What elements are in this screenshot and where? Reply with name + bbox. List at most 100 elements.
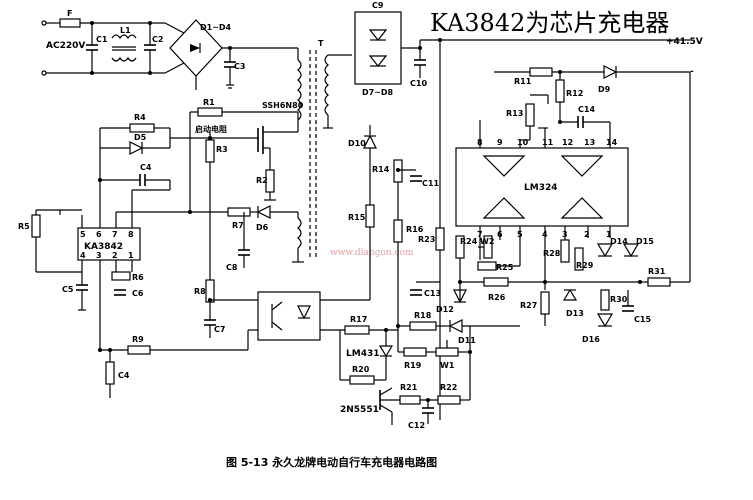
output-plus-label: +41.5V: [666, 37, 703, 47]
d13-label: D13: [566, 309, 584, 318]
watermark: www.diangon.com: [330, 248, 414, 258]
lm324-pin9: 9: [497, 138, 503, 147]
ka3842-pin4: 4: [80, 251, 86, 260]
ka3842-pin3: 3: [96, 251, 102, 260]
output-minus-label: -: [690, 67, 694, 77]
c14-label: C14: [578, 105, 595, 114]
lm324-section: LM324 8 9 10 11 12 13 14 7 6 5 4 3 2 1: [455, 120, 629, 290]
ka3842-ic: [77, 227, 141, 261]
d12-label: D12: [436, 305, 454, 314]
ka3842-section: KA3842 5 6 7 8 4 3 2 1 R5 C5 R6: [18, 148, 304, 398]
ka3842-pin1: 1: [128, 251, 134, 260]
d6-label: D6: [256, 223, 269, 232]
c15-label: C15: [634, 315, 651, 324]
d15-label: D15: [636, 237, 654, 246]
r6-label: R6: [132, 273, 144, 282]
r24-label: R24: [460, 237, 478, 246]
ka3842-label: KA3842: [84, 242, 123, 252]
lm324-ic: [455, 147, 629, 227]
d9-label: D9: [598, 85, 611, 94]
ka3842-pin7: 7: [112, 230, 118, 239]
c4-bottom-label: C4: [118, 371, 130, 380]
r27-label: R27: [520, 301, 537, 310]
r5-label: R5: [18, 222, 30, 231]
r19-label: R19: [404, 361, 422, 370]
r14-label: R14: [372, 165, 390, 174]
lm324-pin11: 11: [542, 138, 554, 147]
c3-label: C3: [234, 62, 245, 71]
2n5551-label: 2N5551: [340, 405, 379, 415]
c13-label: C13: [424, 289, 441, 298]
d14-label: D14: [610, 237, 628, 246]
d10-label: D10: [348, 139, 366, 148]
c9-label: C9: [372, 1, 384, 10]
r8-label: R8: [194, 287, 206, 296]
fuse-label: F: [67, 9, 72, 18]
r22-label: R22: [440, 383, 457, 392]
bridge-label: D1~D4: [200, 23, 232, 32]
secondary-section: C9 D7~D8 C10 +41.5V - D10 R14 C11 R15: [320, 1, 703, 430]
lm324-pin14: 14: [606, 138, 618, 147]
r23-label: R23: [418, 235, 435, 244]
input-section: AC220V F C1 L1 C2 D1~D4: [41, 9, 298, 90]
lm324-pin1: 1: [606, 230, 612, 239]
input-label: AC220V: [46, 41, 85, 51]
c6-label: C6: [132, 289, 144, 298]
r15-label: R15: [348, 213, 366, 222]
r9-label: R9: [132, 335, 144, 344]
lm324-pin10: 10: [517, 138, 529, 147]
c7-label: C7: [214, 325, 225, 334]
c2-label: C2: [152, 35, 163, 44]
ka3842-pin6: 6: [96, 230, 102, 239]
transformer-label: T: [318, 39, 324, 48]
r7-label: R7: [232, 221, 244, 230]
c1-label: C1: [96, 35, 108, 44]
l1-label: L1: [120, 26, 131, 35]
c10-label: C10: [410, 79, 427, 88]
r1-label: R1: [203, 98, 215, 107]
c12-label: C12: [408, 421, 425, 430]
optocoupler: [247, 291, 321, 350]
w2-label: W2: [480, 237, 494, 246]
startup-resistor-note: 启动电阻: [195, 124, 227, 134]
lm324-pin12: 12: [562, 138, 573, 147]
r28-label: R28: [543, 249, 561, 258]
c11-label: C11: [422, 179, 439, 188]
reference-section: R11 D9 R12 R13 C14: [494, 65, 690, 140]
r21-label: R21: [400, 383, 418, 392]
lm324-label: LM324: [524, 183, 557, 193]
r18-label: R18: [414, 311, 432, 320]
r17-label: R17: [350, 315, 367, 324]
primary-section: SSH6N80 R1 启动电阻 R4 D5 C4 R3: [99, 98, 304, 280]
c5-label: C5: [62, 285, 74, 294]
d11-label: D11: [458, 336, 476, 345]
r11-label: R11: [514, 77, 532, 86]
r13-label: R13: [506, 109, 523, 118]
d7d8-label: D7~D8: [362, 88, 394, 97]
r30-label: R30: [610, 295, 628, 304]
r16-label: R16: [406, 225, 424, 234]
r20-label: R20: [352, 365, 370, 374]
lm431-label: LM431: [346, 349, 379, 359]
fuse: [59, 18, 81, 28]
d5-label: D5: [134, 133, 147, 142]
r26-label: R26: [488, 293, 506, 302]
junction-dots: [90, 21, 642, 402]
transformer: T: [297, 39, 352, 260]
r2-label: R2: [256, 176, 268, 185]
ka3842-pin8: 8: [128, 230, 134, 239]
c4-top-label: C4: [140, 163, 152, 172]
lm324-pin13: 13: [584, 138, 595, 147]
r12-label: R12: [566, 89, 583, 98]
r31-label: R31: [648, 267, 666, 276]
d16-label: D16: [582, 335, 600, 344]
w1-label: W1: [440, 361, 455, 370]
ka3842-pin2: 2: [112, 251, 118, 260]
r3-label: R3: [216, 145, 228, 154]
r25-label: R25: [496, 263, 514, 272]
figure-caption: 图 5-13 永久龙牌电动自行车充电器电路图: [226, 455, 437, 469]
mosfet-label: SSH6N80: [262, 101, 304, 110]
diagram-title: KA3842为芯片充电器: [430, 9, 669, 37]
lm324-pin2: 2: [584, 230, 590, 239]
